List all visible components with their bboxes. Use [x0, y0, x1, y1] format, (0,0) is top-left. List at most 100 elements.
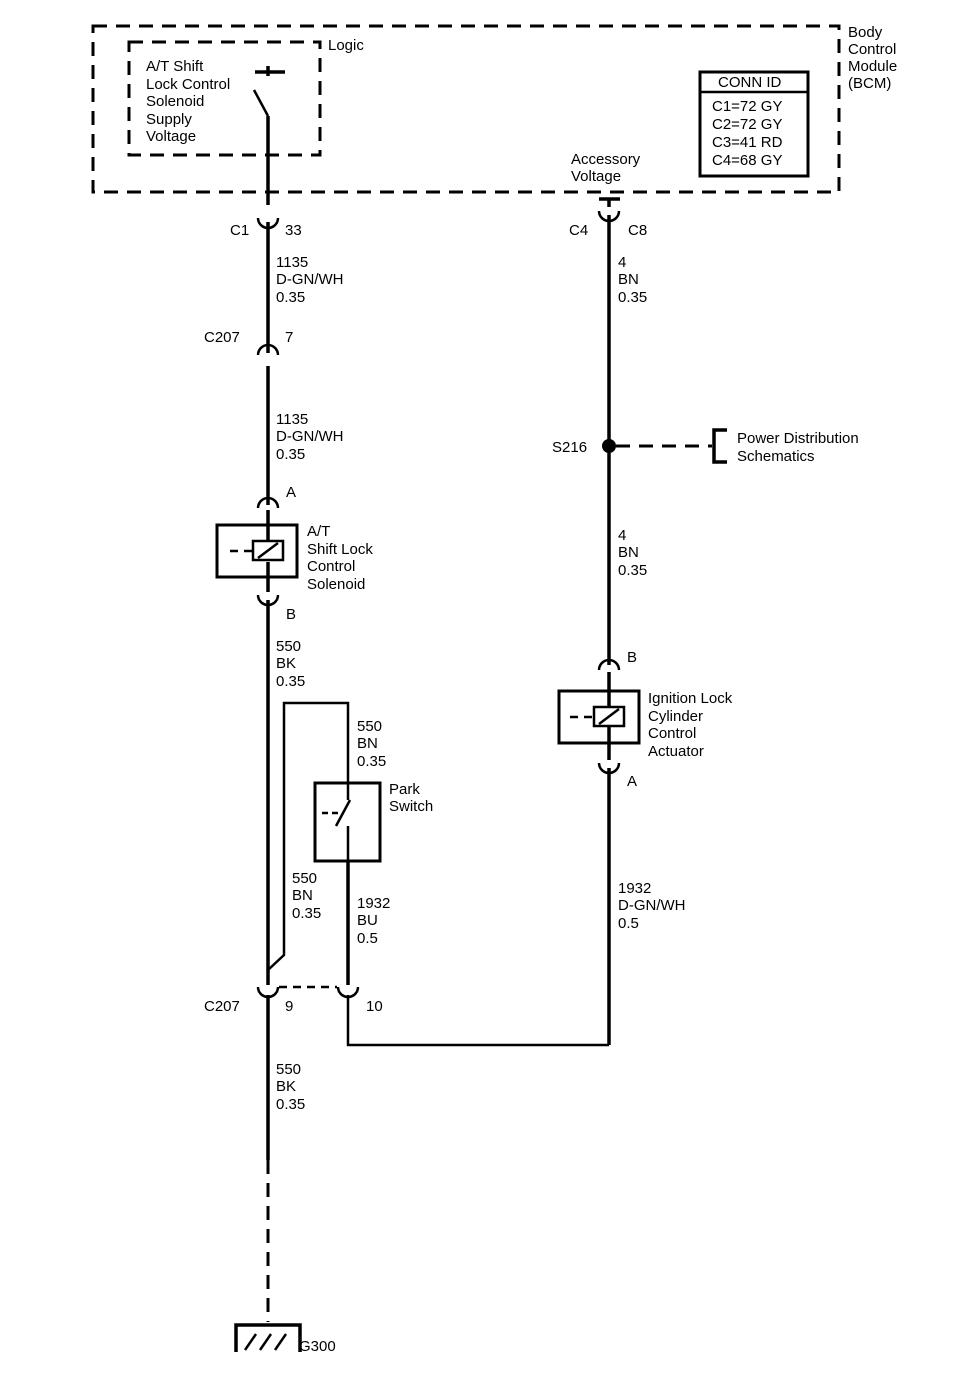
supply-line: Supply	[146, 111, 192, 128]
ignition-connector-b	[597, 658, 621, 671]
wire-label: 550	[276, 638, 301, 655]
bcm-name-line: Control	[848, 41, 896, 58]
power-distribution-line[interactable]: Power Distribution	[737, 430, 859, 447]
bcm-name-line: Module	[848, 58, 897, 75]
ignition-pin-b: B	[627, 649, 637, 666]
park-switch-line: Switch	[389, 798, 433, 815]
wire-label: 0.35	[276, 289, 305, 306]
reference-bracket-icon	[712, 428, 727, 464]
wire-550-bk-bottom-label: 550 BK 0.35	[276, 1061, 305, 1113]
wire-1932-dgn-label: 1932 D-GN/WH 0.5	[618, 880, 686, 932]
conn-id-row: C2=72 GY	[712, 116, 782, 133]
wire-label: BK	[276, 1078, 296, 1095]
solenoid-icon	[215, 510, 299, 592]
solenoid-pin-a: A	[286, 484, 296, 501]
supply-voltage-label: A/T Shift Lock Control Solenoid Supply V…	[146, 58, 230, 145]
wire-1932-bu-label: 1932 BU 0.5	[357, 895, 390, 947]
accessory-line: Accessory	[571, 151, 641, 168]
ignition-line: Actuator	[648, 743, 704, 760]
connector-c207-label: C207	[204, 329, 240, 346]
solenoid-connector-a	[256, 496, 280, 509]
supply-line: Voltage	[146, 128, 196, 145]
wire-label: 550	[357, 718, 382, 735]
logic-boundary	[127, 40, 322, 157]
park-switch-label: Park Switch	[389, 781, 433, 815]
bcm-name-line: Body	[848, 24, 883, 41]
connector-c1-label: C1	[230, 222, 249, 239]
wire-label: D-GN/WH	[618, 897, 686, 914]
solenoid-line: Control	[307, 558, 355, 575]
conn-id-row: C1=72 GY	[712, 98, 782, 115]
ignition-line: Control	[648, 725, 696, 742]
wire-label: D-GN/WH	[276, 428, 344, 445]
wire-label: BN	[357, 735, 378, 752]
wire-label: 0.5	[357, 930, 378, 947]
wire-1135-label-lower: 1135 D-GN/WH 0.35	[276, 411, 344, 463]
wire-label: BN	[618, 544, 639, 561]
connector-c1-pin: 33	[285, 222, 302, 239]
supply-line: A/T Shift	[146, 58, 204, 75]
ground-label: G300	[299, 1338, 336, 1355]
wire-label: 0.35	[357, 753, 386, 770]
power-distribution-reference[interactable]: Power Distribution Schematics	[737, 430, 859, 465]
connector-c207-symbol	[256, 343, 280, 356]
ignition-line: Cylinder	[648, 708, 703, 725]
solenoid-label: A/T Shift Lock Control Solenoid	[307, 523, 373, 593]
wire-550-bk-label: 550 BK 0.35	[276, 638, 305, 690]
ignition-actuator-label: Ignition Lock Cylinder Control Actuator	[648, 690, 733, 760]
park-switch-line: Park	[389, 781, 420, 798]
wire-550-bn-label-top: 550 BN 0.35	[357, 718, 386, 770]
wire-label: 0.35	[292, 905, 321, 922]
accessory-voltage-label: Accessory Voltage	[571, 151, 641, 185]
wire-label: 1135	[276, 411, 308, 428]
internal-switch-icon	[252, 66, 285, 205]
ignition-line: Ignition Lock	[648, 690, 733, 707]
wire-label: 0.35	[618, 289, 647, 306]
conn-id-table: CONN ID C1=72 GY C2=72 GY C3=41 RD C4=68…	[698, 70, 810, 178]
wire-label: 4	[618, 527, 626, 544]
park-switch-icon	[313, 781, 382, 863]
wire-label: 1932	[357, 895, 390, 912]
wire-label: 550	[276, 1061, 301, 1078]
solenoid-pin-b: B	[286, 606, 296, 623]
solenoid-line: A/T	[307, 523, 330, 540]
ground-icon	[234, 1323, 302, 1352]
conn-id-row: C4=68 GY	[712, 152, 782, 169]
wire-1135-label-upper: 1135 D-GN/WH 0.35	[276, 254, 344, 306]
splice-s216-label: S216	[552, 439, 587, 456]
wire-label: D-GN/WH	[276, 271, 344, 288]
wire-label: 550	[292, 870, 317, 887]
wire-label: 0.35	[276, 673, 305, 690]
supply-line: Solenoid	[146, 93, 204, 110]
conn-id-row: C3=41 RD	[712, 134, 783, 151]
accessory-line: Voltage	[571, 168, 621, 185]
bcm-name: Body Control Module (BCM)	[848, 24, 897, 92]
ignition-pin-a: A	[627, 773, 637, 790]
splice-s216-dot	[602, 439, 616, 453]
connector-c207-pin9: 9	[285, 998, 293, 1015]
wire-label: 0.35	[618, 562, 647, 579]
solenoid-line: Shift Lock	[307, 541, 373, 558]
wire-4-label-upper: 4 BN 0.35	[618, 254, 647, 306]
bcm-boundary	[91, 24, 841, 194]
wire-label: BK	[276, 655, 296, 672]
wire-label: 0.35	[276, 446, 305, 463]
connector-c4-pin: C8	[628, 222, 647, 239]
wire-label: 0.35	[276, 1096, 305, 1113]
solenoid-line: Solenoid	[307, 576, 365, 593]
power-distribution-line[interactable]: Schematics	[737, 448, 815, 465]
connector-c4-label: C4	[569, 222, 588, 239]
conn-id-title: CONN ID	[718, 74, 782, 91]
connector-c207-bottom-label: C207	[204, 998, 240, 1015]
wire-label: 1932	[618, 880, 651, 897]
wire-4-label-lower: 4 BN 0.35	[618, 527, 647, 579]
wire-label: 0.5	[618, 915, 639, 932]
bcm-name-line: (BCM)	[848, 75, 891, 92]
wire-label: BN	[618, 271, 639, 288]
wire-1932-return	[346, 995, 609, 1047]
connector-c207-pin: 7	[285, 329, 293, 346]
wire-label: 4	[618, 254, 626, 271]
wire-label: BU	[357, 912, 378, 929]
supply-line: Lock Control	[146, 76, 230, 93]
